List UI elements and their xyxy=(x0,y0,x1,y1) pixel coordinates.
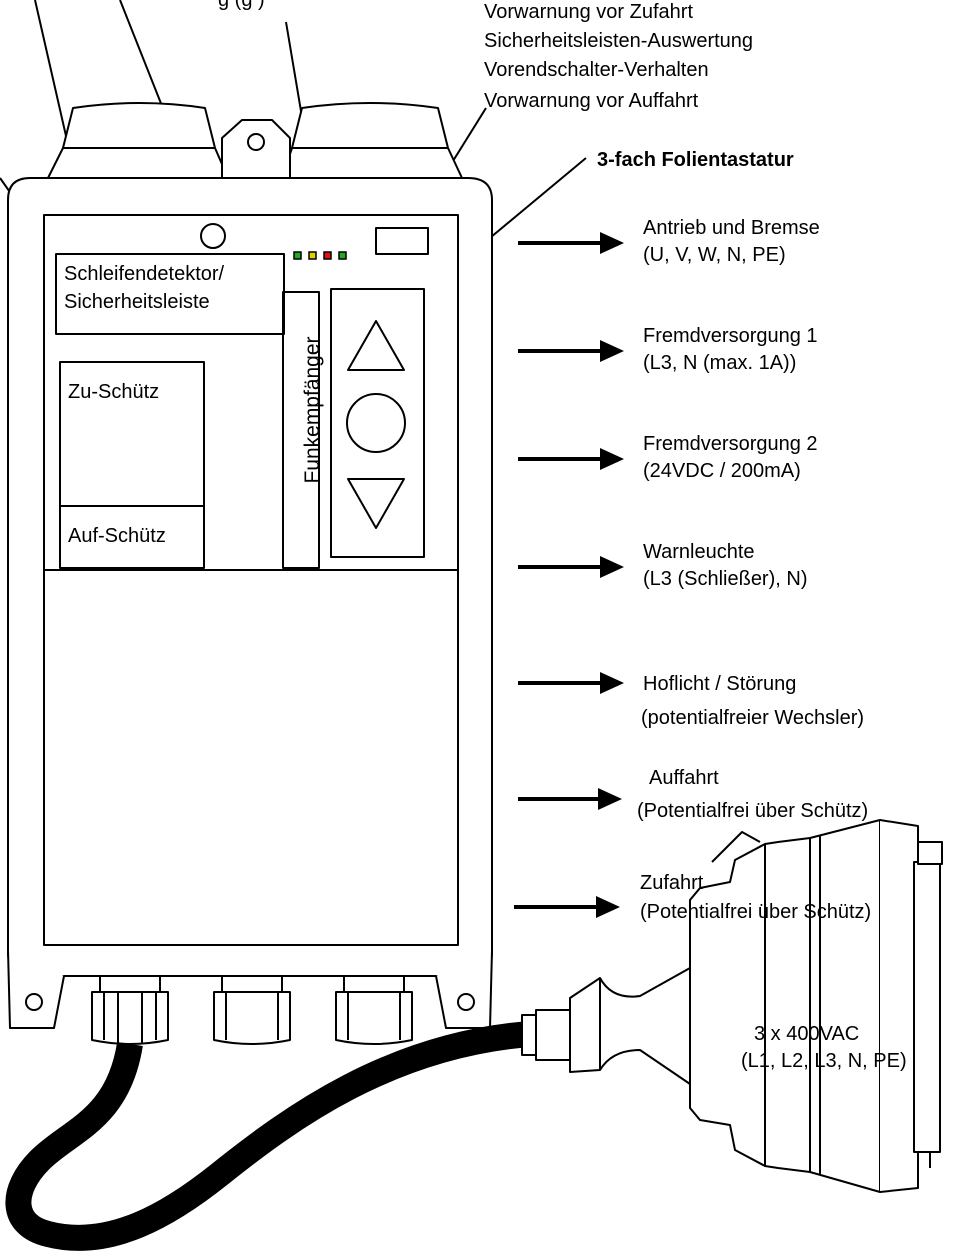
receiver-module-box xyxy=(282,291,320,569)
output-5-line1: Hoflicht / Störung xyxy=(643,673,797,695)
output-3-line1: Fremdversorgung 2 xyxy=(643,433,818,455)
output-7-line1: Zufahrt xyxy=(640,872,704,894)
top-label-line2: Sicherheitsleisten-Auswertung xyxy=(484,30,754,52)
cee-plug xyxy=(521,819,943,1193)
bottom-lug-right-hole-icon xyxy=(457,993,475,1011)
top-label-line3: Vorendschalter-Verhalten xyxy=(484,59,709,81)
inner-panel xyxy=(43,214,459,946)
bottom-lug-left-hole-icon xyxy=(25,993,43,1011)
bottom-lug-right xyxy=(435,949,493,1029)
output-6-line1: Auffahrt xyxy=(649,767,719,789)
output-5-line2: (potentialfreier Wechsler) xyxy=(641,707,865,729)
arrow-head-5-icon xyxy=(600,672,624,694)
top-label-partial: g (g ) xyxy=(218,0,265,11)
keypad-stop-circle-icon xyxy=(346,393,406,453)
output-arrows xyxy=(514,241,602,909)
open-contactor-box xyxy=(59,505,205,569)
output-4-line1: Warnleuchte xyxy=(643,541,755,563)
led-2-icon xyxy=(308,251,317,260)
detector-label-line2: Sicherheitsleiste xyxy=(64,291,210,313)
keypad-up-arrow-icon xyxy=(347,320,405,371)
bottom-gland-3 xyxy=(335,975,413,1045)
output-2-line1: Fremdversorgung 1 xyxy=(643,325,818,347)
open-contactor-label: Auf-Schütz xyxy=(68,525,166,547)
output-1-line2: (U, V, W, N, PE) xyxy=(643,244,786,266)
top-label-line1: Vorwarnung vor Zufahrt xyxy=(484,1,693,23)
top-gland-left xyxy=(47,102,229,179)
output-3-line2: (24VDC / 200mA) xyxy=(643,460,801,482)
arrow-head-3-icon xyxy=(600,448,624,470)
output-1-line1: Antrieb und Bremse xyxy=(643,217,820,239)
top-gland-right xyxy=(281,102,463,179)
led-4-icon xyxy=(338,251,347,260)
output-2-line2: (L3, N (max. 1A)) xyxy=(643,352,797,374)
bottom-gland-1 xyxy=(91,975,169,1045)
arrow-head-4-icon xyxy=(600,556,624,578)
output-6-line2: (Potentialfrei über Schütz) xyxy=(637,800,869,822)
output-7-line2: (Potentialfrei über Schütz) xyxy=(640,901,872,923)
top-lug-hole-icon xyxy=(247,133,265,151)
arrow-head-1-icon xyxy=(600,232,624,254)
arrow-head-2-icon xyxy=(600,340,624,362)
bottom-gland-2 xyxy=(213,975,291,1045)
status-button-icon xyxy=(200,223,226,249)
top-label-line4: Vorwarnung vor Auffahrt xyxy=(484,90,699,112)
keypad-down-arrow-icon xyxy=(347,478,405,529)
bottom-lug-left xyxy=(7,949,65,1029)
led-3-icon xyxy=(323,251,332,260)
led-1-icon xyxy=(293,251,302,260)
output-4-line2: (L3 (Schließer), N) xyxy=(643,568,808,590)
status-leds xyxy=(293,251,347,260)
supply-label-line1: 3 x 400VAC xyxy=(754,1023,860,1045)
keypad-panel xyxy=(330,288,425,558)
close-contactor-label: Zu-Schütz xyxy=(68,381,160,403)
arrow-head-7-icon xyxy=(596,896,620,918)
setting-switch xyxy=(375,227,429,255)
supply-label-line2: (L1, L2, L3, N, PE) xyxy=(741,1050,907,1072)
keypad-title: 3-fach Folientastatur xyxy=(597,149,794,171)
power-cable xyxy=(5,1021,532,1251)
arrow-head-6-icon xyxy=(598,788,622,810)
detector-label-line1: Schleifendetektor/ xyxy=(64,263,225,285)
receiver-label: Funkempfänger xyxy=(301,336,324,484)
